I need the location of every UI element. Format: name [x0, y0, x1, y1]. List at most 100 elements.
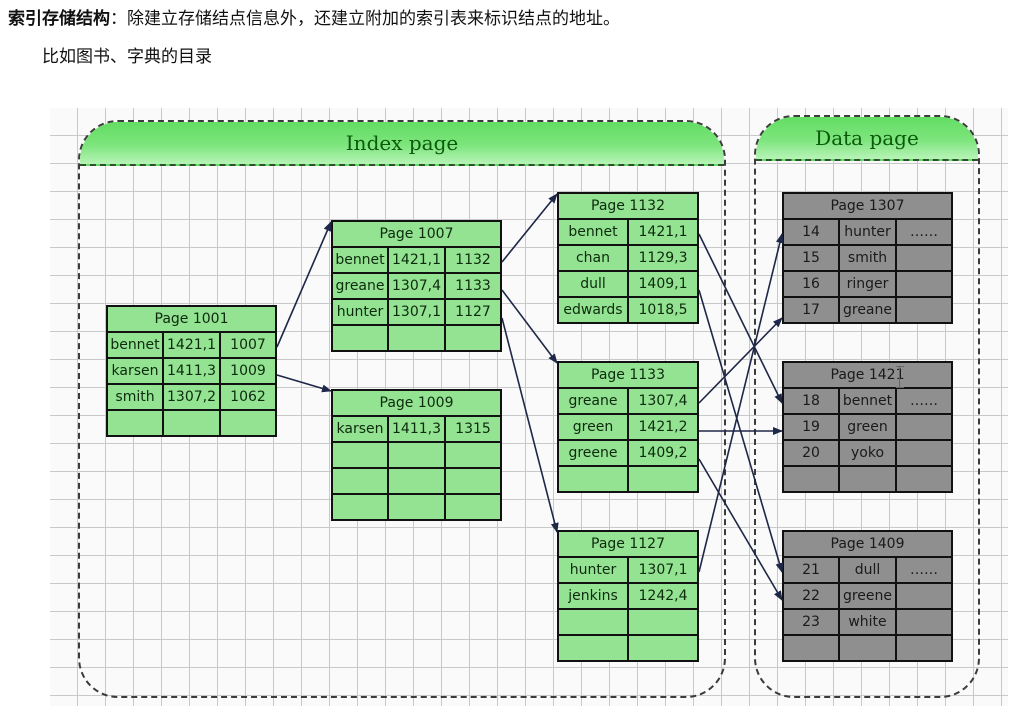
- slot-cell: 17: [782, 296, 840, 324]
- page-title: Page 1132: [557, 192, 699, 220]
- record-cell: smith: [838, 244, 897, 272]
- address-cell: [627, 465, 699, 493]
- key-cell: [557, 608, 629, 636]
- key-cell: karsen: [106, 357, 164, 385]
- address-cell: [387, 493, 446, 521]
- child-page-cell: 1009: [219, 357, 277, 385]
- address-cell: [627, 634, 699, 662]
- record-cell: hunter: [838, 218, 897, 246]
- table-row: [782, 465, 953, 493]
- slot-cell: 16: [782, 270, 840, 298]
- child-page-cell: 1132: [444, 246, 502, 274]
- term-label: 索引存储结构: [8, 9, 110, 29]
- key-cell: bennet: [106, 331, 164, 359]
- more-cell: [895, 296, 953, 324]
- record-cell: [838, 465, 897, 493]
- table-row: [331, 441, 502, 469]
- more-cell: [895, 270, 953, 298]
- page-title: Page 1009: [331, 389, 502, 417]
- table-row: [557, 608, 699, 636]
- key-cell: smith: [106, 383, 164, 411]
- record-cell: bennet: [838, 387, 897, 415]
- more-cell: ……: [895, 387, 953, 415]
- address-cell: 1421,1: [387, 246, 446, 274]
- record-cell: ringer: [838, 270, 897, 298]
- key-cell: jenkins: [557, 582, 629, 610]
- key-cell: chan: [557, 244, 629, 272]
- record-cell: yoko: [838, 439, 897, 467]
- record-cell: [838, 634, 897, 662]
- key-cell: [557, 634, 629, 662]
- child-page-cell: 1007: [219, 331, 277, 359]
- child-page-cell: 1062: [219, 383, 277, 411]
- key-cell: edwards: [557, 296, 629, 324]
- slot-cell: 20: [782, 439, 840, 467]
- slot-cell: [782, 634, 840, 662]
- address-cell: 1409,1: [627, 270, 699, 298]
- key-cell: [331, 467, 389, 495]
- child-page-cell: 1133: [444, 272, 502, 300]
- record-cell: white: [838, 608, 897, 636]
- address-cell: 1409,2: [627, 439, 699, 467]
- address-cell: 1421,2: [627, 413, 699, 441]
- child-page-cell: 1315: [444, 415, 502, 443]
- slot-cell: 23: [782, 608, 840, 636]
- key-cell: green: [557, 413, 629, 441]
- data-page-header: Data page: [756, 117, 978, 161]
- slot-cell: 19: [782, 413, 840, 441]
- more-cell: [895, 465, 953, 493]
- more-cell: [895, 608, 953, 636]
- definition-text: 除建立存储结点信息外，还建立附加的索引表来标识结点的地址。: [127, 9, 620, 29]
- address-cell: 1018,5: [627, 296, 699, 324]
- slot-cell: 18: [782, 387, 840, 415]
- address-cell: [162, 409, 221, 437]
- key-cell: [106, 409, 164, 437]
- page-title: Page 1307: [782, 192, 953, 220]
- page-title: Page 1007: [331, 220, 502, 248]
- address-cell: 1411,3: [162, 357, 221, 385]
- record-cell: dull: [838, 556, 897, 584]
- more-cell: ……: [895, 218, 953, 246]
- address-cell: 1242,4: [627, 582, 699, 610]
- address-cell: [387, 441, 446, 469]
- index-page-header: Index page: [80, 122, 724, 166]
- intro-example: 比如图书、字典的目录: [42, 47, 212, 67]
- key-cell: [331, 493, 389, 521]
- record-cell: greane: [838, 296, 897, 324]
- table-row: [557, 634, 699, 662]
- child-page-cell: [444, 441, 502, 469]
- address-cell: 1307,2: [162, 383, 221, 411]
- more-cell: [895, 582, 953, 610]
- record-cell: green: [838, 413, 897, 441]
- key-cell: hunter: [557, 556, 629, 584]
- page-title: Page 1127: [557, 530, 699, 558]
- term-separator: ：: [110, 9, 127, 29]
- more-cell: [895, 413, 953, 441]
- key-cell: greane: [557, 387, 629, 415]
- key-cell: [331, 441, 389, 469]
- key-cell: [331, 324, 389, 352]
- index-page-region: Index page: [78, 120, 726, 698]
- address-cell: [387, 467, 446, 495]
